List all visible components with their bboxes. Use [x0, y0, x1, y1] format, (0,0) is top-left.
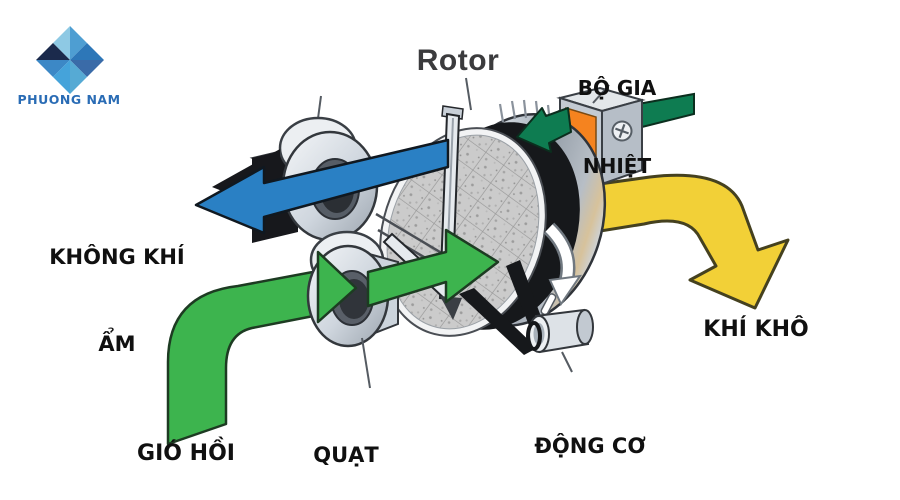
regen-arrow: [516, 107, 572, 153]
process-air-arrow: [366, 228, 500, 308]
leader-lines: [361, 77, 610, 389]
intake-fan-label: QUẠT HÚT GIÓ: [313, 443, 379, 467]
return-air-label: GIÓ HỒI: [137, 441, 235, 466]
phuong-nam-logo-icon: [36, 26, 104, 94]
return-air-duct: [166, 266, 336, 446]
logo-wordmark: PHUONG NAM: [17, 92, 121, 107]
screw-icon: [611, 120, 633, 142]
rotor-motor: [526, 308, 594, 354]
heater-label: BỘ GIA NHIỆT: [577, 76, 657, 178]
rotation-arrow-icon: [543, 222, 583, 307]
dry-air-label: KHÍ KHÔ: [703, 317, 809, 342]
return-air-arrowhead: [316, 250, 358, 324]
rotor-label: Rotor: [416, 44, 500, 77]
humid-air-arrow: [194, 138, 450, 235]
rotor-motor-label: ĐỘNG CƠ ROTOR: [534, 434, 646, 458]
rim-slot: [540, 293, 557, 316]
humid-air-label: KHÔNG KHÍ ẨM: [49, 245, 185, 356]
dry-air-arrow: [554, 173, 790, 310]
